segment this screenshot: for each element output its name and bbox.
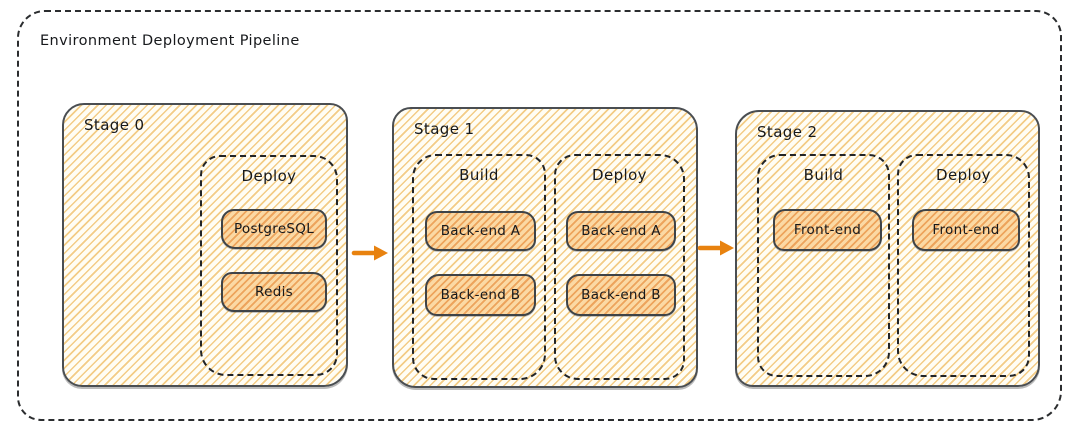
flow-arrow-stage0-to-stage1 (351, 243, 389, 267)
stage-0-deploy-label: Deploy (241, 167, 297, 185)
node-build-backend-b: Back-end B (425, 274, 536, 316)
arrow-right-icon (351, 245, 388, 261)
stage-0-box: Stage 0 Deploy PostgreSQL Redis (62, 103, 348, 387)
node-deploy-backend-a: Back-end A (566, 211, 676, 251)
diagram-title: Environment Deployment Pipeline (40, 33, 300, 49)
node-build-frontend: Front-end (773, 209, 882, 251)
stage-2-box: Stage 2 Build Front-end Deploy Front-end (735, 110, 1040, 387)
stage-1-box: Stage 1 Build Back-end A Back-end B Depl… (392, 107, 698, 388)
stage-0-label: Stage 0 (84, 116, 145, 134)
stage-2-build-group: Build Front-end (757, 154, 890, 377)
node-postgresql: PostgreSQL (221, 209, 327, 249)
stage-1-build-group: Build Back-end A Back-end B (412, 154, 546, 380)
node-deploy-frontend: Front-end (912, 209, 1020, 251)
stage-2-deploy-group: Deploy Front-end (897, 154, 1030, 377)
arrow-right-icon (697, 240, 734, 256)
stage-0-deploy-group: Deploy PostgreSQL Redis (200, 155, 338, 376)
stage-1-deploy-group: Deploy Back-end A Back-end B (554, 154, 685, 380)
stage-2-build-label: Build (803, 166, 844, 184)
pipeline-outer-frame (17, 10, 1062, 421)
stage-2-label: Stage 2 (757, 123, 818, 141)
flow-arrow-stage1-to-stage2 (697, 238, 735, 262)
stage-1-label: Stage 1 (414, 120, 475, 138)
stage-1-deploy-label: Deploy (592, 166, 647, 184)
stage-2-deploy-label: Deploy (936, 166, 991, 184)
node-redis: Redis (221, 272, 327, 312)
stage-1-build-label: Build (459, 166, 499, 184)
node-deploy-backend-b: Back-end B (566, 274, 676, 316)
node-build-backend-a: Back-end A (425, 211, 536, 251)
